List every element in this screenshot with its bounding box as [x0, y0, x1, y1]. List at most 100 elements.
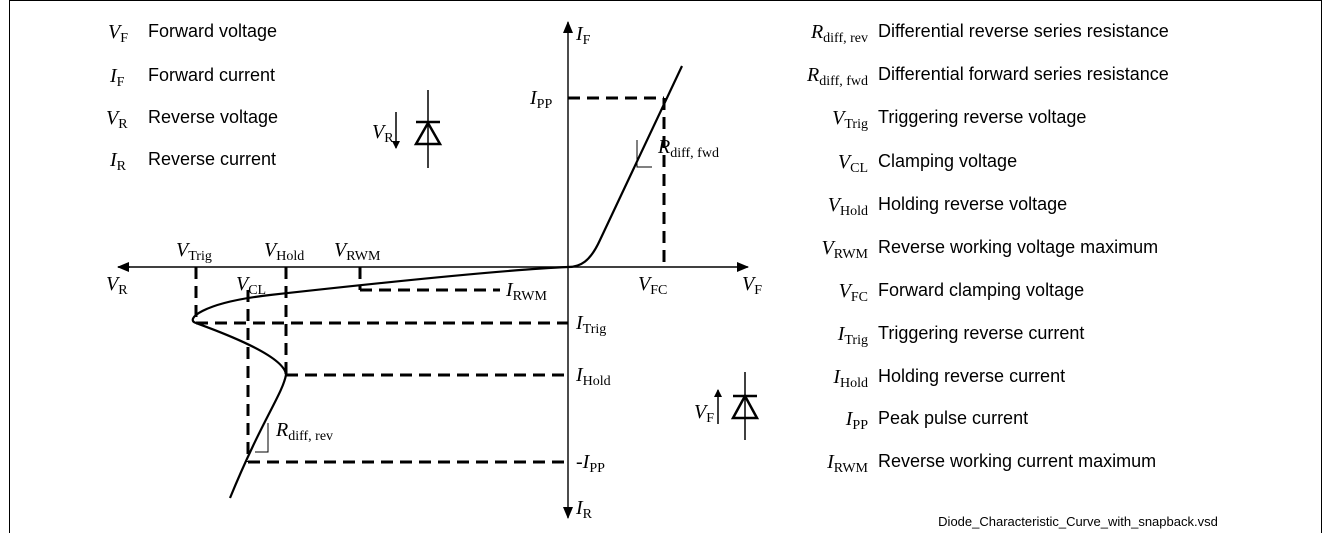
diode-forward-symbol	[714, 372, 760, 440]
legend-subscript: R	[118, 117, 128, 132]
legend-right-row: VFC Forward clamping voltage	[839, 280, 1084, 305]
legend-symbol: V	[108, 21, 123, 43]
legend-symbol: V	[838, 151, 853, 173]
legend-symbol: I	[837, 323, 846, 345]
svg-text:IR: IR	[109, 149, 127, 174]
legend-description: Holding reverse voltage	[878, 194, 1067, 214]
legend-subscript: Hold	[840, 376, 868, 391]
legend-subscript: R	[117, 159, 127, 174]
filename-caption: Diode_Characteristic_Curve_with_snapback…	[938, 514, 1218, 529]
rdiff-fwd-slope-triangle	[636, 140, 652, 168]
rdiff-rev-label: Rdiff, rev	[275, 419, 333, 444]
legend-symbol: V	[832, 107, 847, 129]
legend-subscript: Trig	[844, 333, 868, 348]
legend-symbol: R	[810, 21, 823, 43]
svg-text:VHold: VHold	[828, 194, 868, 219]
svg-text:IHold: IHold	[832, 366, 868, 391]
legend-description: Triggering reverse voltage	[878, 107, 1086, 127]
legend-left-row: IF Forward current	[109, 65, 275, 90]
legend-right-row: Rdiff, fwd Differential forward series r…	[806, 64, 1169, 89]
svg-text:Rdiff, fwd: Rdiff, fwd	[806, 64, 868, 89]
legend-symbol: I	[826, 451, 835, 473]
rdiff-rev-slope-triangle	[255, 423, 269, 453]
legend-description: Reverse working current maximum	[878, 451, 1156, 471]
legend-description: Clamping voltage	[878, 151, 1017, 171]
svg-text:IRWM: IRWM	[826, 451, 868, 476]
neg-ipp-label: -IPP	[576, 451, 605, 476]
svg-text:VFC: VFC	[839, 280, 868, 305]
ipp-label: IPP	[529, 87, 552, 112]
svg-text:VTrig: VTrig	[832, 107, 868, 132]
legend-symbol: I	[109, 65, 118, 87]
legend-description: Peak pulse current	[878, 408, 1028, 428]
svg-text:VCL: VCL	[838, 151, 868, 176]
axis-ir-label: IR	[575, 497, 593, 522]
legend-left-row: VF Forward voltage	[108, 21, 277, 46]
legend-subscript: FC	[851, 290, 868, 305]
legend-left: VF Forward voltage IF Forward current VR…	[106, 21, 278, 174]
legend-subscript: RWM	[834, 247, 869, 262]
vrwm-label: VRWM	[334, 239, 381, 264]
legend-subscript: Trig	[844, 117, 868, 132]
dashed-guides	[194, 96, 666, 464]
legend-left-row: VR Reverse voltage	[106, 107, 278, 132]
vtrig-label: VTrig	[176, 239, 212, 264]
svg-text:Rdiff, rev: Rdiff, rev	[810, 21, 868, 46]
legend-subscript: F	[120, 31, 128, 46]
ihold-label: IHold	[575, 364, 611, 389]
axis-vr-label: VR	[106, 273, 128, 298]
svg-text:IF: IF	[109, 65, 125, 90]
legend-description: Reverse working voltage maximum	[878, 237, 1158, 257]
legend-description: Reverse voltage	[148, 107, 278, 127]
legend-description: Forward current	[148, 65, 275, 85]
diode-reverse-symbol	[392, 90, 443, 168]
legend-right-row: Rdiff, rev Differential reverse series r…	[810, 21, 1169, 46]
legend-symbol: I	[845, 408, 854, 430]
diode-vr-label: VR	[372, 121, 394, 146]
frame-right-border	[1321, 0, 1322, 533]
legend-left-row: IR Reverse current	[109, 149, 276, 174]
svg-text:VR: VR	[106, 107, 128, 132]
legend-right-row: VCL Clamping voltage	[838, 151, 1017, 176]
legend-description: Forward clamping voltage	[878, 280, 1084, 300]
svg-text:IPP: IPP	[845, 408, 868, 433]
legend-right-row: IPP Peak pulse current	[845, 408, 1028, 433]
legend-description: Differential forward series resistance	[878, 64, 1169, 84]
characteristic-curve	[191, 65, 683, 499]
itrig-label: ITrig	[575, 312, 606, 337]
frame-top-border	[9, 0, 1322, 1]
legend-symbol: V	[106, 107, 121, 129]
axis-if-label: IF	[575, 23, 591, 48]
legend-right-row: IHold Holding reverse current	[832, 366, 1065, 391]
legend-symbol: V	[828, 194, 843, 216]
legend-symbol: I	[832, 366, 841, 388]
legend-symbol: V	[822, 237, 837, 259]
vhold-label: VHold	[264, 239, 304, 264]
svg-text:ITrig: ITrig	[837, 323, 868, 348]
svg-text:VF: VF	[108, 21, 128, 46]
legend-right-row: ITrig Triggering reverse current	[837, 323, 1085, 348]
legend-subscript: diff, rev	[823, 31, 868, 46]
legend-right-row: IRWM Reverse working current maximum	[826, 451, 1156, 476]
legend-right-row: VTrig Triggering reverse voltage	[832, 107, 1086, 132]
legend-subscript: CL	[850, 161, 868, 176]
irwm-label: IRWM	[505, 279, 547, 304]
legend-right: Rdiff, rev Differential reverse series r…	[806, 21, 1169, 476]
legend-subscript: F	[117, 75, 125, 90]
vcl-label: VCL	[236, 273, 266, 298]
legend-description: Holding reverse current	[878, 366, 1065, 386]
legend-description: Differential reverse series resistance	[878, 21, 1169, 41]
svg-text:VRWM: VRWM	[822, 237, 869, 262]
axis-vf-label: VF	[742, 273, 762, 298]
legend-description: Triggering reverse current	[878, 323, 1084, 343]
legend-subscript: diff, fwd	[819, 74, 868, 89]
legend-description: Reverse current	[148, 149, 276, 169]
legend-subscript: PP	[852, 418, 868, 433]
legend-right-row: VHold Holding reverse voltage	[828, 194, 1067, 219]
legend-symbol: R	[806, 64, 819, 86]
legend-subscript: Hold	[840, 204, 868, 219]
legend-symbol: I	[109, 149, 118, 171]
rdiff-fwd-label: Rdiff, fwd	[657, 136, 719, 161]
